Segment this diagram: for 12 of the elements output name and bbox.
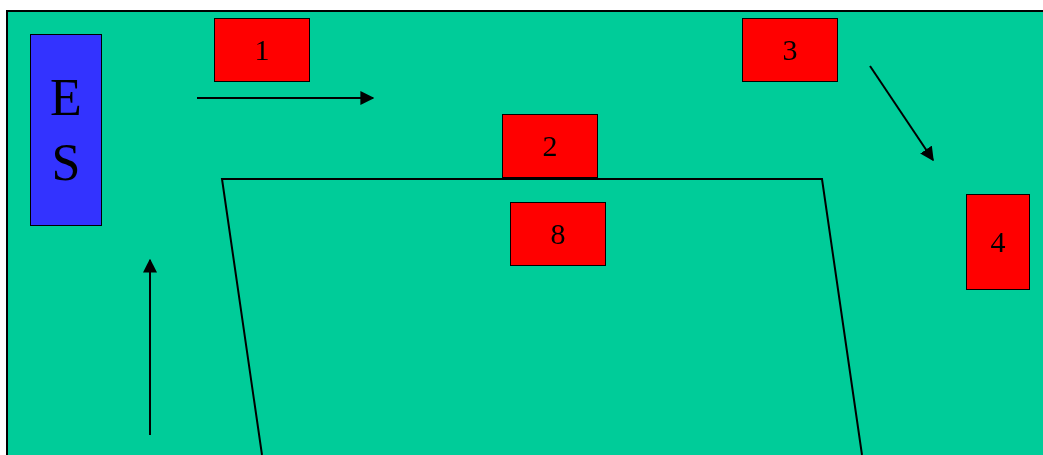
- box-number: 2: [542, 129, 558, 163]
- number-box: [510, 202, 606, 266]
- box-number: 8: [550, 217, 566, 251]
- number-box: [966, 194, 1030, 290]
- number-box: [214, 18, 310, 82]
- box-label: E S: [49, 68, 83, 193]
- box-number: 4: [990, 225, 1006, 259]
- box-number: 3: [782, 33, 798, 67]
- number-box: [742, 18, 838, 82]
- number-box: [502, 114, 598, 178]
- box-number: 1: [254, 33, 270, 67]
- label-box: [30, 34, 102, 226]
